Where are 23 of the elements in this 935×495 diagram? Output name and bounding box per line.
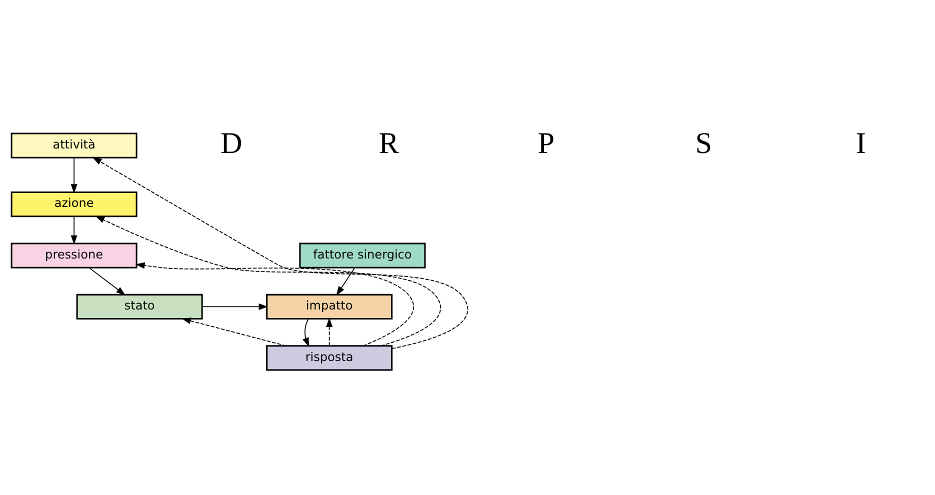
node-box: risposta [266, 344, 393, 370]
arrow [336, 266, 356, 296]
arrow [326, 317, 333, 346]
arrow [302, 318, 309, 346]
arrow [70, 216, 78, 244]
label: I [856, 126, 866, 160]
label: R [378, 126, 399, 160]
arrow [202, 302, 268, 310]
label: P [538, 126, 555, 160]
node-box: pressione [10, 242, 138, 268]
node-box: impatto [266, 293, 393, 320]
node-box: attività [10, 132, 138, 158]
node-box: fattore sinergico [299, 242, 426, 268]
label: D [220, 126, 242, 160]
arrow [135, 262, 414, 346]
arrow [95, 215, 441, 346]
arrow [88, 266, 126, 295]
node-box: azione [10, 191, 138, 217]
arrow [70, 156, 78, 193]
arrow [92, 156, 468, 348]
label: S [695, 126, 712, 160]
arrow [182, 317, 286, 346]
node-box: stato [76, 293, 203, 320]
